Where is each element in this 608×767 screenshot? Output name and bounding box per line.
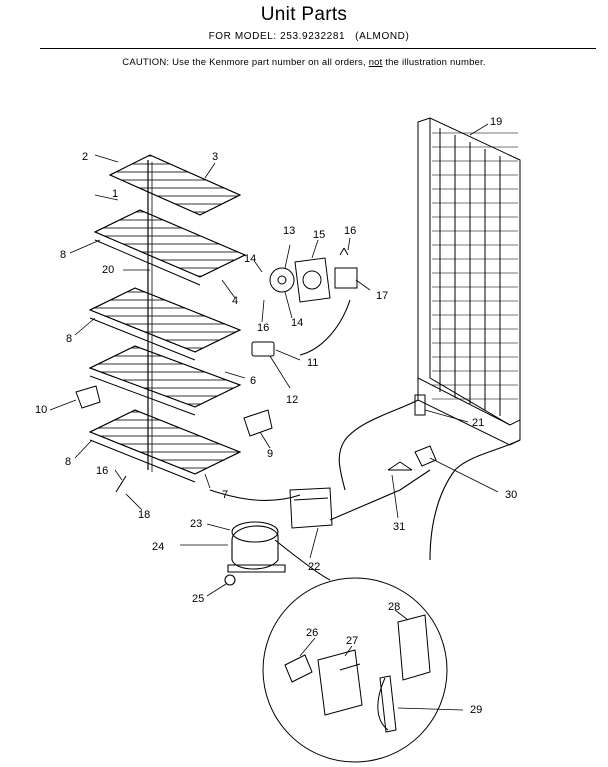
callout-16c: 16 xyxy=(96,465,108,477)
callout-18: 18 xyxy=(138,509,150,521)
caution-text-a: CAUTION: Use the Kenmore part number on … xyxy=(122,57,366,68)
callout-28: 28 xyxy=(388,601,400,613)
compressor xyxy=(224,521,286,586)
page-title: Unit Parts xyxy=(260,4,348,25)
callout-2: 2 xyxy=(82,151,88,163)
callout-13: 13 xyxy=(283,225,295,237)
callout-12: 12 xyxy=(286,394,298,406)
model-number: FOR MODEL: 253.9232281 xyxy=(208,31,346,42)
callout-10: 10 xyxy=(35,404,47,416)
callout-25: 25 xyxy=(192,593,204,605)
callout-23: 23 xyxy=(190,518,202,530)
callout-29: 29 xyxy=(470,704,482,716)
part-21 xyxy=(414,394,426,416)
callout-21: 21 xyxy=(472,417,484,429)
callout-14a: 14 xyxy=(244,253,256,265)
caution-note: CAUTION: Use the Kenmore part number on … xyxy=(0,57,608,68)
callout-19: 19 xyxy=(490,116,502,128)
fan-assembly xyxy=(269,247,358,303)
detail-inset xyxy=(262,577,448,763)
callout-24: 24 xyxy=(152,541,164,553)
callout-8c: 8 xyxy=(65,456,71,468)
callout-8b: 8 xyxy=(66,333,72,345)
part-31 xyxy=(387,461,413,471)
leader-lines xyxy=(49,123,499,711)
part-10 xyxy=(75,385,101,409)
model-color: (ALMOND) xyxy=(355,31,410,42)
caution-not: not xyxy=(368,57,383,68)
drain-pan-22 xyxy=(289,487,333,529)
callout-22: 22 xyxy=(308,561,320,573)
callout-labels: 1 2 3 4 6 7 8 8 8 9 10 11 12 13 14 14 15… xyxy=(35,116,517,716)
callout-30: 30 xyxy=(505,489,517,501)
part-12 xyxy=(251,341,275,357)
callout-26: 26 xyxy=(306,627,318,639)
callout-14b: 14 xyxy=(291,317,303,329)
condenser-panel xyxy=(417,117,521,446)
callout-15: 15 xyxy=(313,229,325,241)
callout-17: 17 xyxy=(376,290,388,302)
callout-11: 11 xyxy=(307,357,318,369)
callout-9: 9 xyxy=(267,448,273,460)
callout-16a: 16 xyxy=(257,322,269,334)
callout-4: 4 xyxy=(232,295,238,307)
part-18 xyxy=(115,475,127,493)
part-9 xyxy=(243,409,273,437)
callout-7: 7 xyxy=(222,489,228,501)
shelf-stack xyxy=(88,154,247,483)
shelf-7 xyxy=(88,409,242,483)
shelf-3 xyxy=(108,154,242,216)
callout-27: 27 xyxy=(346,635,358,647)
callout-1: 1 xyxy=(112,188,118,200)
callout-31: 31 xyxy=(393,521,405,533)
shelf-6 xyxy=(88,345,242,416)
callout-3: 3 xyxy=(212,151,218,163)
callout-20: 20 xyxy=(102,264,114,276)
part-30 xyxy=(414,445,437,467)
model-line: FOR MODEL: 253.9232281 (ALMOND) xyxy=(0,31,608,42)
refrigerant-tubing xyxy=(209,299,521,581)
caution-text-b: the illustration number. xyxy=(385,57,486,68)
callout-6: 6 xyxy=(250,375,256,387)
header-divider xyxy=(40,48,596,49)
shelf-5 xyxy=(88,287,242,361)
shelf-4 xyxy=(93,209,247,286)
callout-8a: 8 xyxy=(60,249,66,261)
small-parts xyxy=(75,341,437,529)
callout-16b: 16 xyxy=(344,225,356,237)
